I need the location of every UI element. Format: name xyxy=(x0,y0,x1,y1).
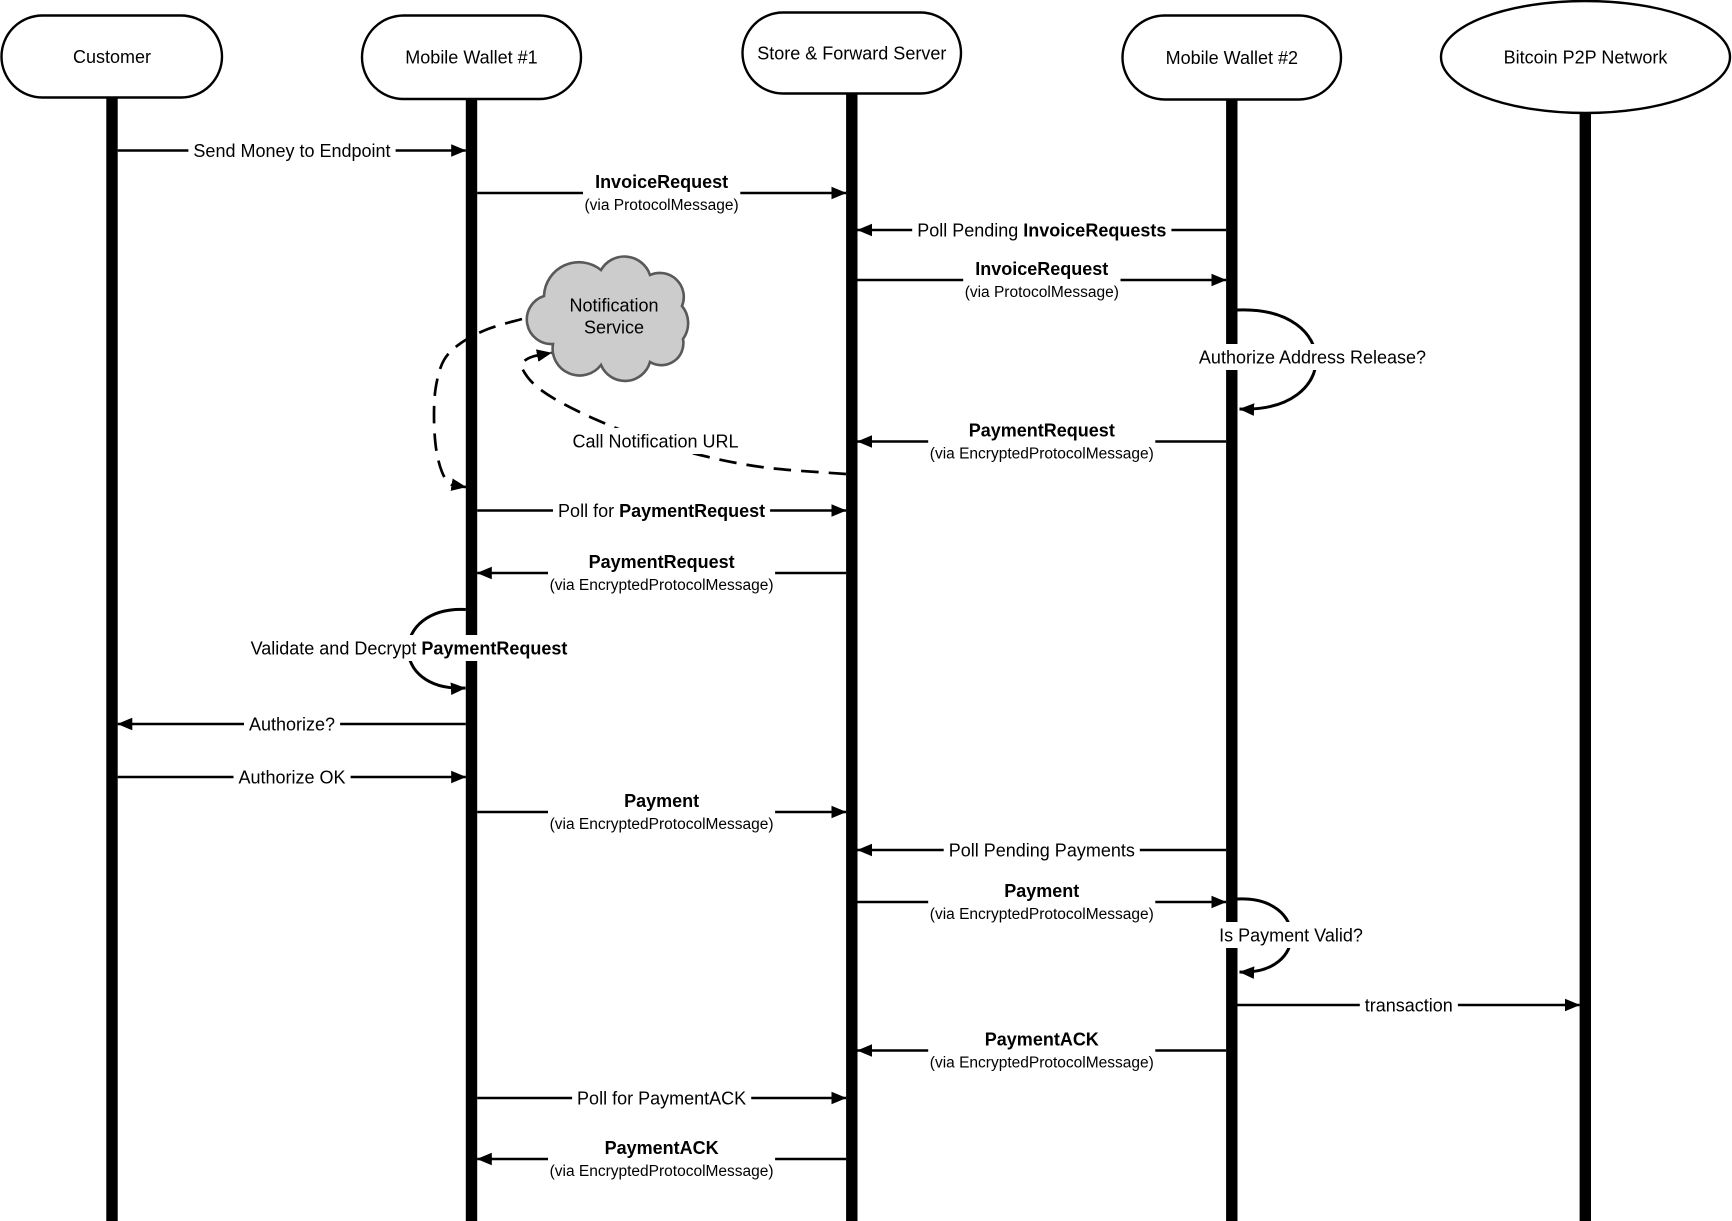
svg-text:transaction: transaction xyxy=(1365,995,1453,1015)
svg-text:Authorize Address Release?: Authorize Address Release? xyxy=(1199,347,1426,367)
svg-text:PaymentACK: PaymentACK xyxy=(605,1138,719,1158)
svg-text:Is Payment Valid?: Is Payment Valid? xyxy=(1219,925,1363,945)
svg-text:Poll for PaymentRequest: Poll for PaymentRequest xyxy=(558,501,765,521)
svg-text:PaymentRequest: PaymentRequest xyxy=(969,420,1115,440)
svg-text:(via EncryptedProtocolMessage): (via EncryptedProtocolMessage) xyxy=(550,816,774,833)
svg-text:Authorize OK: Authorize OK xyxy=(238,767,345,787)
svg-text:(via EncryptedProtocolMessage): (via EncryptedProtocolMessage) xyxy=(550,1163,774,1180)
svg-text:Bitcoin P2P Network: Bitcoin P2P Network xyxy=(1504,47,1669,67)
svg-text:Send Money to Endpoint: Send Money to Endpoint xyxy=(193,141,390,161)
svg-text:PaymentRequest: PaymentRequest xyxy=(589,552,735,572)
svg-text:(via ProtocolMessage): (via ProtocolMessage) xyxy=(965,284,1119,301)
svg-text:Call Notification URL: Call Notification URL xyxy=(572,431,738,451)
svg-text:InvoiceRequest: InvoiceRequest xyxy=(975,259,1108,279)
svg-text:Payment: Payment xyxy=(1004,881,1079,901)
svg-text:Service: Service xyxy=(584,317,644,337)
svg-text:(via EncryptedProtocolMessage): (via EncryptedProtocolMessage) xyxy=(930,1054,1154,1071)
svg-text:Notification: Notification xyxy=(569,295,658,315)
svg-text:Store & Forward Server: Store & Forward Server xyxy=(757,43,946,63)
svg-text:Authorize?: Authorize? xyxy=(249,714,335,734)
svg-text:Customer: Customer xyxy=(73,47,151,67)
svg-text:(via ProtocolMessage): (via ProtocolMessage) xyxy=(584,197,738,214)
svg-text:InvoiceRequest: InvoiceRequest xyxy=(595,172,728,192)
svg-text:Mobile Wallet #2: Mobile Wallet #2 xyxy=(1166,48,1298,68)
svg-text:Poll Pending InvoiceRequests: Poll Pending InvoiceRequests xyxy=(917,220,1166,240)
svg-text:Payment: Payment xyxy=(624,791,699,811)
svg-text:Poll Pending Payments: Poll Pending Payments xyxy=(949,840,1135,860)
svg-text:Mobile Wallet #1: Mobile Wallet #1 xyxy=(405,48,537,68)
svg-text:(via EncryptedProtocolMessage): (via EncryptedProtocolMessage) xyxy=(930,906,1154,923)
svg-text:Poll for PaymentACK: Poll for PaymentACK xyxy=(577,1088,746,1108)
svg-text:(via EncryptedProtocolMessage): (via EncryptedProtocolMessage) xyxy=(550,577,774,594)
svg-text:(via EncryptedProtocolMessage): (via EncryptedProtocolMessage) xyxy=(930,445,1154,462)
svg-text:Validate and Decrypt PaymentRe: Validate and Decrypt PaymentRequest xyxy=(251,638,568,658)
svg-text:PaymentACK: PaymentACK xyxy=(985,1029,1099,1049)
